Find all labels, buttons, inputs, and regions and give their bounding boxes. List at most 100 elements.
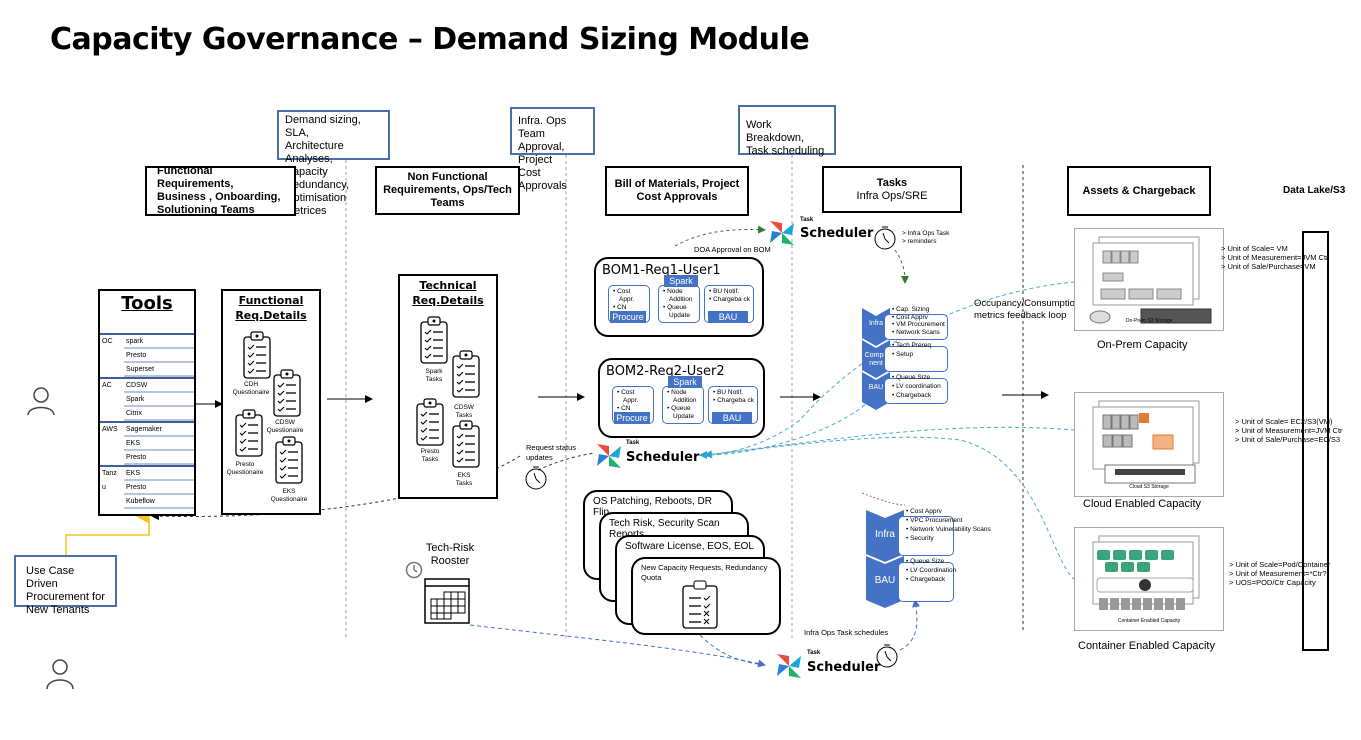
stage-bullet: Queue Size [892, 374, 930, 382]
lane-line: Infra Ops/SRE [856, 189, 928, 202]
tool-group-divider [100, 465, 194, 467]
label-line: EKS [457, 472, 471, 479]
callout-demand-sizing: Demand sizing, SLA, Architecture Analyse… [277, 110, 390, 217]
task-scheduler-middle[interactable]: Task Scheduler [595, 440, 699, 472]
bom-item-list: Cost Appr.CN [617, 288, 647, 312]
bom-card-1[interactable]: BOM1-Req1-User1 Cost Appr.CNProcureNode … [594, 257, 764, 337]
bom-subcard[interactable]: Node AdditionQueue Update [662, 386, 704, 424]
label-line: CDH [243, 381, 259, 388]
task-scheduler-bottom[interactable]: Task Scheduler [775, 650, 880, 682]
clipboard-icon [273, 369, 301, 417]
tool-row[interactable]: Presto [100, 349, 194, 363]
page-title: Capacity Governance – Demand Sizing Modu… [50, 22, 810, 57]
infrastructure-icon [1092, 400, 1200, 484]
asset-caption: On-Prem Capacity [1097, 339, 1188, 351]
tool-row[interactable]: Presto [100, 481, 194, 495]
title-line: Req.Details [235, 309, 307, 322]
label-line: Questionaire [226, 469, 264, 476]
tool-row[interactable]: EKS [100, 437, 194, 451]
callout-line: Cost Approvals [518, 167, 567, 192]
callout-line: Demand sizing, SLA, [285, 114, 361, 139]
reminder-note: > Infra Ops Task> reminders [902, 230, 949, 246]
bom-item: CN [621, 405, 651, 413]
tool-group-divider [100, 333, 194, 335]
lane-header-assets: Assets & Chargeback [1067, 166, 1211, 216]
bom-title: BOM1-Req1-User1 [602, 263, 721, 278]
tool-row[interactable]: Spark [100, 393, 194, 407]
bom-item: BU Notif. [717, 389, 755, 397]
tool-name: Presto [124, 349, 194, 363]
tool-row[interactable]: Superset [100, 363, 194, 377]
stage-bullet: Queue Size [906, 558, 944, 566]
clipboard-item[interactable] [416, 398, 444, 451]
chevron-icon [866, 510, 904, 562]
clipboard-item[interactable] [420, 316, 448, 369]
tool-group-label: Tanz u [102, 470, 117, 491]
asset-panel[interactable]: Container Enabled Capacity [1074, 527, 1224, 631]
unit-list: > Unit of Scale=Pod/Container> Unit of M… [1229, 560, 1330, 587]
bom-item-list: Node AdditionQueue Update [667, 288, 697, 320]
title-line: Functional [238, 294, 304, 307]
clipboard-item[interactable] [275, 436, 303, 489]
tool-name: Presto [124, 451, 194, 465]
label-line: Questionaire [266, 427, 304, 434]
clipboard-icon [420, 316, 448, 364]
asset-panel[interactable]: On-Prem S3 Storage [1074, 228, 1224, 331]
bom-subcard[interactable]: Node AdditionQueue Update [658, 285, 700, 323]
clipboard-icon [416, 398, 444, 446]
label-line: Tech-Risk [425, 542, 475, 554]
bom-item: Cost Appr. [621, 389, 651, 405]
task-flow-bottom: InfraCost ApprvVPC ProcurementNetwork Vu… [866, 500, 991, 615]
tool-row[interactable]: Presto [100, 451, 194, 465]
clipboard-item[interactable] [452, 420, 480, 473]
clipboard-item[interactable] [452, 350, 480, 403]
label-line: Tasks [425, 376, 443, 383]
scheduler-name: Scheduler [626, 450, 700, 465]
task-scheduler-top[interactable]: Task Scheduler [768, 217, 873, 249]
bom-item: Queue Update [667, 304, 697, 320]
asset-caption: Cloud Enabled Capacity [1083, 498, 1202, 510]
doa-approval-label: DOA Approval on BOM [694, 245, 771, 254]
infra-schedules-label: Infra Ops Task schedules [804, 628, 889, 637]
clipboard-item[interactable] [243, 331, 271, 384]
callout-line: Procurement for [26, 591, 105, 603]
unit-line: > Unit of Measurement=*Ctr? [1229, 569, 1327, 578]
lane-line: Teams [430, 197, 465, 209]
chevron-label: Infra [868, 320, 883, 327]
calendar-icon[interactable] [424, 578, 470, 624]
clock-icon [405, 561, 423, 579]
stopwatch-icon [874, 226, 896, 250]
asset-panel[interactable]: Cloud S3 Storage [1074, 392, 1224, 497]
tool-name: EKS [124, 437, 194, 451]
stage-bullet: Chargeback [892, 392, 931, 400]
clipboard-item[interactable] [273, 369, 301, 422]
tool-row[interactable]: Kubeflow [100, 495, 194, 509]
label-line: Tasks [455, 480, 473, 487]
label-line: EKS [282, 488, 296, 495]
user-icon [27, 387, 55, 416]
callout-line: Optimisation Metrices [285, 192, 347, 217]
tool-row[interactable]: Citrix [100, 407, 194, 421]
tool-group-divider [100, 377, 194, 379]
clipboard-item[interactable] [235, 409, 263, 462]
unit-list: > Unit of Scale= EC2/S3(VM)> Unit of Mea… [1235, 417, 1343, 444]
chevron-label: BAU [868, 384, 884, 391]
bom-card-2[interactable]: BOM2-Req2-User2 Cost Appr.CNProcureNode … [598, 358, 765, 438]
tool-name: Sagemaker [124, 423, 194, 437]
chevron-icon [866, 556, 904, 608]
unit-line: > Unit of Scale=Pod/Container [1229, 560, 1331, 569]
